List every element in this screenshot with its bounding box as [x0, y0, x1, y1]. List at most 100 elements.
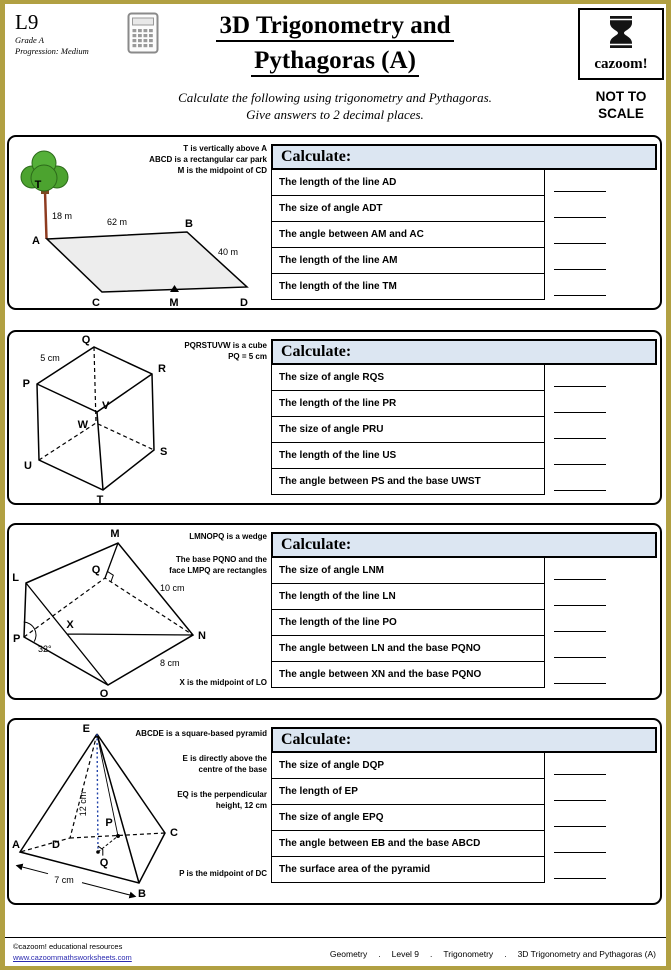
- section-pyramid: E A B C D P Q 12 cm 7 cm ABCDE is a squa…: [7, 718, 662, 905]
- calculate-table: Calculate: The size of angle DQP The len…: [271, 727, 657, 883]
- instruction-line1: Calculate the following using trigonomet…: [178, 90, 492, 105]
- question-row: The length of the line TM: [271, 272, 657, 300]
- question-row: The size of angle EPQ: [271, 803, 657, 831]
- breadcrumb-separator: .: [504, 949, 507, 959]
- question-text: The size of angle LNM: [271, 556, 545, 584]
- vertex-label: P: [23, 378, 30, 390]
- footer-credits: ©cazoom! educational resources www.cazoo…: [13, 941, 132, 963]
- calculate-header: Calculate:: [271, 144, 657, 170]
- vertex-label: N: [198, 630, 206, 642]
- tree-icon: [20, 150, 69, 194]
- question-row: The length of the line US: [271, 441, 657, 469]
- note-line: ABCD is a rectangular car park: [149, 155, 267, 164]
- vertex-label: W: [78, 419, 89, 431]
- calculate-table: Calculate: The length of the line AD The…: [271, 144, 657, 300]
- question-row: The size of angle DQP: [271, 751, 657, 779]
- question-row: The angle between XN and the base PQNO: [271, 660, 657, 688]
- question-row: The size of angle ADT: [271, 194, 657, 222]
- progression-label: Progression: Medium: [15, 46, 89, 56]
- answer-line: [554, 631, 606, 632]
- not-to-scale-label: NOT TO SCALE: [578, 88, 664, 122]
- vertex-label: T: [97, 494, 104, 504]
- question-text: The length of EP: [271, 777, 545, 805]
- breadcrumb-separator: .: [430, 949, 433, 959]
- question-row: The length of the line PR: [271, 389, 657, 417]
- vertex-label: C: [170, 827, 178, 839]
- diagram-notes: X is the midpoint of LO: [49, 677, 267, 688]
- answer-line: [554, 464, 606, 465]
- measure-label: 12 cm: [78, 792, 88, 817]
- question-text: The size of angle ADT: [271, 194, 545, 222]
- dimension-arrow: [81, 882, 137, 899]
- note-line: E is directly above the centre of the ba…: [182, 754, 267, 774]
- question-row: The length of the line PO: [271, 608, 657, 636]
- section-wedge: M L Q P X N O 10 cm 8 cm 32° LMNOPQ is a…: [7, 523, 662, 700]
- diagram-notes: ABCDE is a square-based pyramid: [49, 728, 267, 739]
- answer-line: [554, 412, 606, 413]
- question-row: The angle between PS and the base UWST: [271, 467, 657, 495]
- breadcrumb-separator: .: [378, 949, 381, 959]
- note-line: ABCDE is a square-based pyramid: [135, 729, 267, 738]
- answer-line: [554, 878, 606, 879]
- question-row: The size of angle LNM: [271, 556, 657, 584]
- wedge-diagram: M L Q P X N O 10 cm 8 cm 32°: [12, 528, 206, 699]
- cazoom-logo-icon: [610, 16, 632, 48]
- vertex-label: B: [138, 888, 146, 900]
- website-link[interactable]: www.cazoommathsworksheets.com: [13, 953, 132, 962]
- measure-label: 7 cm: [54, 875, 74, 885]
- breadcrumb-item: Trigonometry: [443, 949, 494, 959]
- note-line: P is the midpoint of DC: [179, 869, 267, 878]
- question-row: The size of angle PRU: [271, 415, 657, 443]
- copyright-text: ©cazoom! educational resources: [13, 942, 123, 951]
- measure-label: 40 m: [218, 247, 238, 257]
- right-angle-marker: [107, 570, 114, 582]
- title-line-2: Pythagoras (A): [251, 47, 419, 77]
- vertex-label: C: [92, 297, 100, 309]
- vertex-label: L: [12, 572, 19, 584]
- question-row: The length of EP: [271, 777, 657, 805]
- vertex-label: P: [13, 633, 20, 645]
- question-text: The angle between PS and the base UWST: [271, 467, 545, 495]
- midpoint-marker: [170, 285, 179, 292]
- answer-line: [554, 269, 606, 270]
- calculate-table: Calculate: The size of angle LNM The len…: [271, 532, 657, 688]
- question-text: The angle between AM and AC: [271, 220, 545, 248]
- vertex-label: O: [100, 688, 109, 699]
- title-line-1: 3D Trigonometry and: [216, 12, 454, 42]
- vertex-label: M: [110, 528, 119, 540]
- pyramid-diagram: E A B C D P Q 12 cm 7 cm: [12, 723, 178, 900]
- worksheet-page: L9 Grade A Progression: Medium 3D Trigon…: [5, 4, 666, 966]
- measure-label: 62 m: [107, 217, 127, 227]
- vertex-label: V: [102, 400, 110, 412]
- question-text: The length of the line TM: [271, 272, 545, 300]
- vertex-label: Q: [92, 564, 101, 576]
- question-text: The length of the line LN: [271, 582, 545, 610]
- answer-line: [554, 386, 606, 387]
- question-row: The angle between EB and the base ABCD: [271, 829, 657, 857]
- diagram-notes: The base PQNO and the face LMPQ are rect…: [159, 554, 267, 576]
- vertex-label: T: [35, 179, 42, 191]
- vertex-label: D: [240, 297, 248, 309]
- answer-line: [554, 657, 606, 658]
- question-row: The size of angle RQS: [271, 363, 657, 391]
- section-cube: Q R P S U T V W 5 cm PQRSTUVW is a cube …: [7, 330, 662, 505]
- question-text: The length of the line PR: [271, 389, 545, 417]
- vertex-label: B: [185, 218, 193, 230]
- answer-line: [554, 852, 606, 853]
- perpendicular-height-line: [96, 733, 99, 853]
- footer-divider: [5, 937, 666, 938]
- vertex-label: Q: [82, 334, 91, 346]
- answer-line: [554, 191, 606, 192]
- note-line: M is the midpoint of CD: [177, 166, 267, 175]
- answer-line: [554, 295, 606, 296]
- angle-arc: [23, 621, 37, 642]
- vertex-label: U: [24, 460, 32, 472]
- question-row: The length of the line AM: [271, 246, 657, 274]
- answer-line: [554, 683, 606, 684]
- answer-line: [554, 774, 606, 775]
- question-text: The length of the line US: [271, 441, 545, 469]
- vertex-label: A: [32, 235, 40, 247]
- measure-label: 18 m: [52, 211, 72, 221]
- vertex-label: X: [66, 619, 74, 631]
- breadcrumb-item: Geometry: [329, 949, 368, 959]
